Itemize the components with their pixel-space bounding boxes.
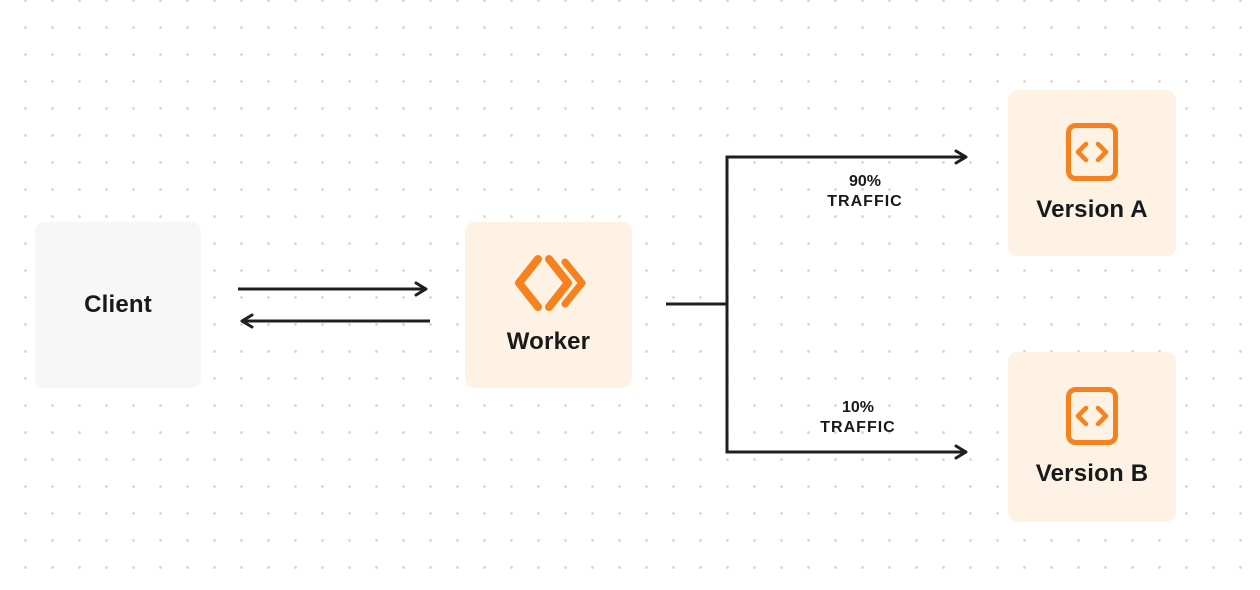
split-connector <box>666 157 729 452</box>
workers-chevrons-icon <box>507 254 591 312</box>
traffic-90-percent: 90% <box>848 173 882 190</box>
worker-node: Worker <box>465 222 632 388</box>
traffic-10-percent: 10% <box>841 399 875 416</box>
worker-label: Worker <box>506 328 591 355</box>
version-a-label: Version A <box>1036 196 1148 223</box>
version-b-node: Version B <box>1008 352 1176 522</box>
traffic-90-label: 90% TRAFFIC <box>795 172 935 212</box>
traffic-90-word: TRAFFIC <box>827 193 903 210</box>
code-window-icon <box>1065 386 1119 446</box>
code-window-icon <box>1065 122 1119 182</box>
traffic-10-label: 10% TRAFFIC <box>788 398 928 438</box>
client-node: Client <box>35 222 201 388</box>
traffic-10-word: TRAFFIC <box>820 419 896 436</box>
version-b-label: Version B <box>1035 460 1149 487</box>
version-a-node: Version A <box>1008 90 1176 256</box>
client-label: Client <box>84 291 152 318</box>
